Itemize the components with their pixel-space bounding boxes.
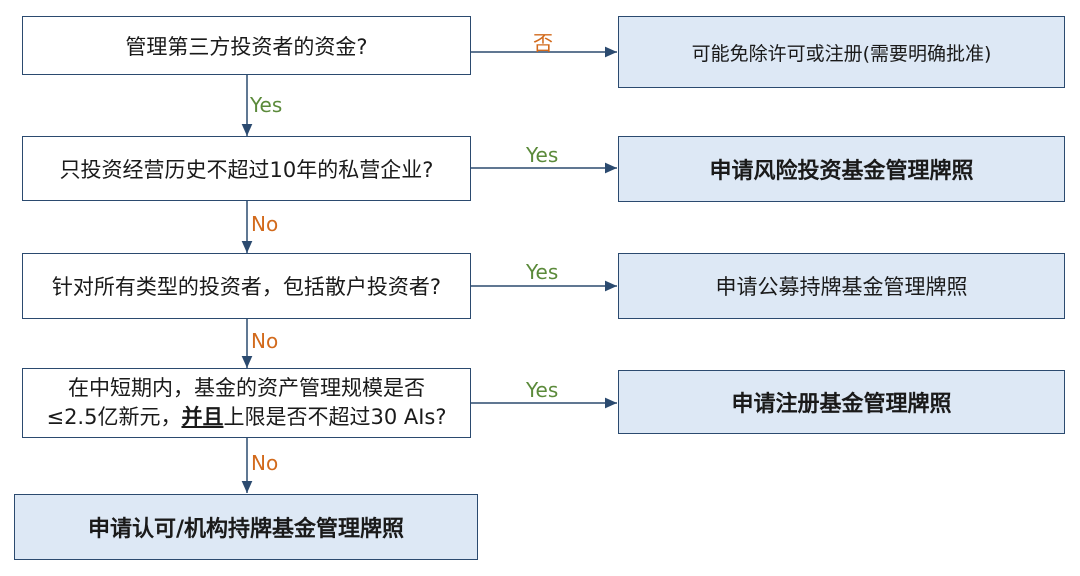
question-text-4-line2: ≤2.5亿新元，并且上限是否不超过30 AIs? (46, 403, 446, 432)
result-text-exemption: 可能免除许可或注册(需要明确批准) (691, 42, 992, 65)
edge-label-yes-3: Yes (526, 260, 559, 284)
result-box-retail-license: 申请公募持牌基金管理牌照 (618, 253, 1065, 319)
result-box-institutional-license: 申请认可/机构持牌基金管理牌照 (14, 494, 478, 560)
question-text-1: 管理第三方投资者的资金? (125, 34, 368, 59)
question-text-3: 针对所有类型的投资者，包括散户投资者? (51, 275, 442, 299)
question-4-emphasis: 并且 (181, 405, 224, 429)
result-box-vc-license: 申请风险投资基金管理牌照 (618, 136, 1065, 202)
edge-label-no-3: No (251, 451, 279, 475)
result-text-institutional-license: 申请认可/机构持牌基金管理牌照 (87, 517, 405, 542)
result-box-exemption: 可能免除许可或注册(需要明确批准) (618, 16, 1065, 88)
question-box-2: 只投资经营历史不超过10年的私营企业? (22, 136, 471, 201)
result-text-retail-license: 申请公募持牌基金管理牌照 (715, 275, 968, 299)
question-4-threshold: ≤2.5亿新元， (46, 405, 182, 429)
edge-label-yes-2: Yes (526, 143, 559, 167)
edge-label-no-2: No (251, 329, 279, 353)
edge-label-no-1: No (251, 212, 279, 236)
question-box-1: 管理第三方投资者的资金? (22, 16, 471, 75)
question-text-4-line1: 在中短期内，基金的资产管理规模是否 (68, 375, 425, 400)
question-4-cap: 上限是否不超过30 AIs? (223, 405, 447, 429)
question-box-4: 在中短期内，基金的资产管理规模是否 ≤2.5亿新元，并且上限是否不超过30 AI… (22, 368, 471, 438)
result-box-registered: 申请注册基金管理牌照 (618, 370, 1065, 434)
result-text-registered: 申请注册基金管理牌照 (731, 392, 952, 417)
edge-label-yes-4: Yes (526, 378, 559, 402)
edge-label-no-cn: 否 (533, 31, 553, 55)
result-text-vc-license: 申请风险投资基金管理牌照 (709, 159, 974, 184)
question-text-2: 只投资经营历史不超过10年的私营企业? (59, 157, 434, 182)
edge-label-yes-1: Yes (250, 93, 283, 117)
question-box-3: 针对所有类型的投资者，包括散户投资者? (22, 253, 471, 319)
